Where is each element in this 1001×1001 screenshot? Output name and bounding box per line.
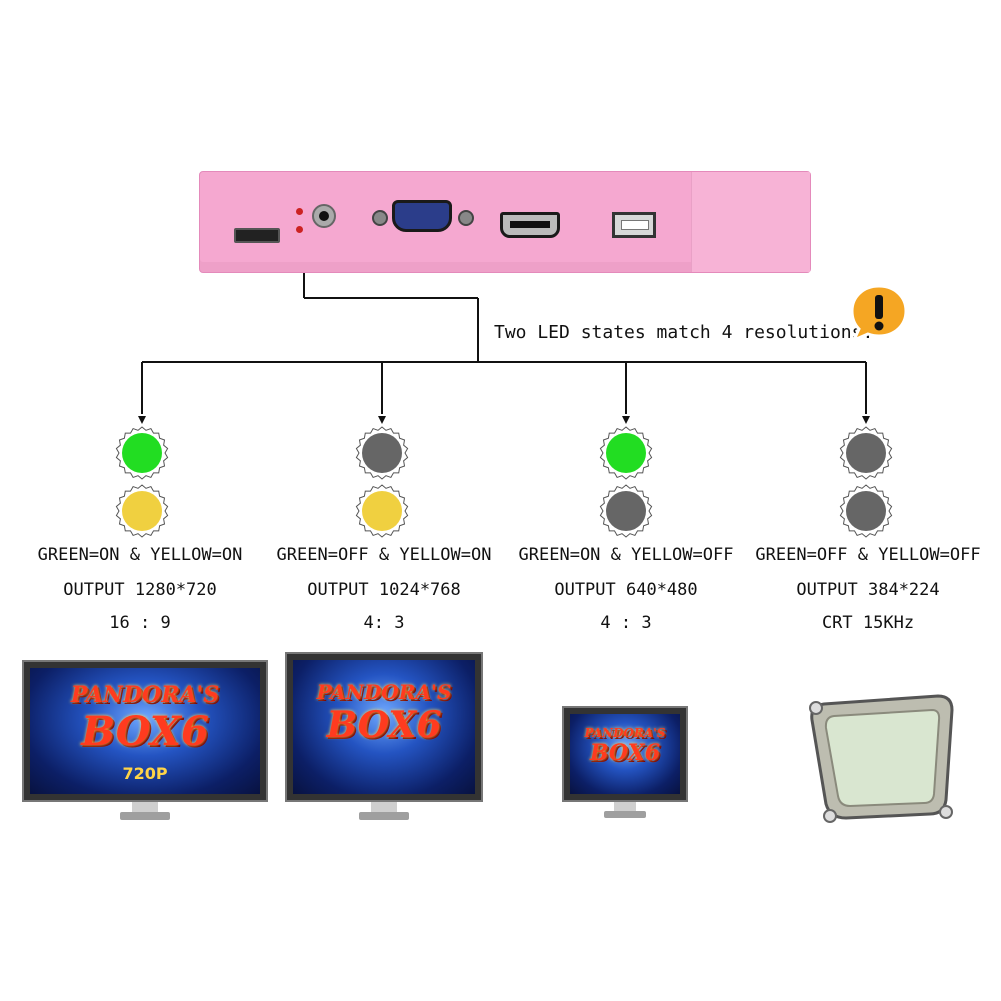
led-green-off-icon <box>355 426 409 480</box>
usb-port <box>612 212 656 238</box>
audio-jack <box>312 204 336 228</box>
state-3-label: GREEN=ON & YELLOW=OFF <box>518 545 734 565</box>
led-yellow-on-icon <box>355 484 409 538</box>
card-slot <box>234 228 280 243</box>
led-green-on-icon <box>115 426 169 480</box>
crt-tube-icon <box>806 690 958 830</box>
state-1-ratio: 16 : 9 <box>109 613 171 633</box>
vga-port <box>372 200 474 232</box>
state-2-output: OUTPUT 1024*768 <box>307 580 461 600</box>
state-1-label: GREEN=ON & YELLOW=ON <box>37 545 243 565</box>
state-1-output: OUTPUT 1280*720 <box>63 580 217 600</box>
led-yellow-off-icon <box>599 484 653 538</box>
led-green-off-icon <box>839 426 893 480</box>
exclamation-bubble-icon <box>848 282 910 344</box>
state-4-output: OUTPUT 384*224 <box>796 580 940 600</box>
screen-logo-line2: BOX6 <box>589 740 661 766</box>
device-led-green <box>296 208 303 215</box>
screen-logo-line1: PANDORA'S <box>316 680 452 704</box>
state-2-ratio: 4: 3 <box>363 613 405 633</box>
state-3-ratio: 4 : 3 <box>600 613 652 633</box>
device-side-panel <box>691 172 810 272</box>
screen-badge-720p: 720P <box>122 764 168 783</box>
note-text: Two LED states match 4 resolutions. <box>494 322 874 343</box>
state-4-ratio: CRT 15KHz <box>821 613 915 633</box>
device-led-yellow <box>296 226 303 233</box>
state-4-label: GREEN=OFF & YELLOW=OFF <box>755 545 981 565</box>
monitor-standard: PANDORA'S BOX6 <box>285 652 483 822</box>
state-3-output: OUTPUT 640*480 <box>554 580 698 600</box>
device-box <box>199 171 811 273</box>
led-yellow-on-icon <box>115 484 169 538</box>
led-green-on-icon <box>599 426 653 480</box>
led-yellow-off-icon <box>839 484 893 538</box>
screen-logo-line1: PANDORA'S <box>584 726 666 740</box>
monitor-small: PANDORA'S BOX6 <box>562 706 688 822</box>
screen-logo-line2: BOX6 <box>326 704 442 746</box>
state-2-label: GREEN=OFF & YELLOW=ON <box>276 545 492 565</box>
screen-logo-line1: PANDORA'S <box>70 682 220 708</box>
screen-logo-line2: BOX6 <box>81 708 209 755</box>
monitor-widescreen: PANDORA'S BOX6 720P <box>22 660 268 822</box>
hdmi-port <box>500 212 560 238</box>
